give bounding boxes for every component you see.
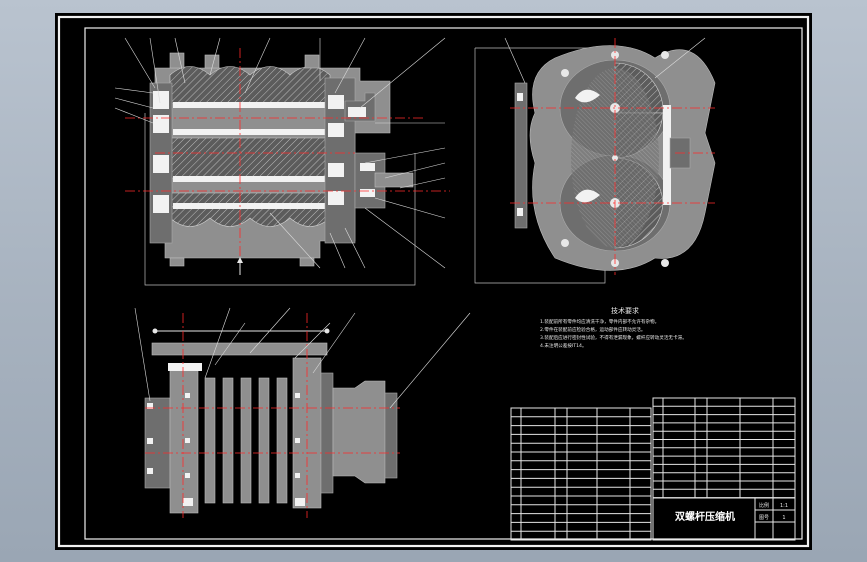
- tech-req-line-4: 4.未注明公差按IT14。: [540, 342, 587, 349]
- technical-requirements: 技术要求 1.装配前所有零件均应清洗干净，零件内部不允许有杂物。 2.零件在装配…: [540, 306, 687, 349]
- front-section-view: [114, 37, 450, 286]
- side-section-view: [474, 37, 716, 284]
- top-view: [134, 307, 471, 518]
- scale-value: 1:1: [780, 503, 788, 509]
- cad-drawing: 技术要求 1.装配前所有零件均应清洗干净，零件内部不允许有杂物。 2.零件在装配…: [57, 15, 810, 548]
- cad-drawing-viewport[interactable]: 技术要求 1.装配前所有零件均应清洗干净，零件内部不允许有杂物。 2.零件在装配…: [55, 13, 812, 550]
- parts-list-table: 双螺杆压缩机 比例 1:1 图号 1: [510, 397, 796, 541]
- outer-frame: [57, 15, 810, 548]
- inner-frame: [84, 27, 803, 540]
- sheet-label: 图号: [759, 515, 769, 521]
- tech-req-line-1: 1.装配前所有零件均应清洗干净，零件内部不允许有杂物。: [540, 318, 659, 325]
- sheet-value: 1: [782, 515, 785, 521]
- tech-req-line-3: 3.装配后应进行密封性试验，不得有泄漏现象，螺杆应转动灵活无卡滞。: [540, 334, 687, 341]
- drawing-title: 双螺杆压缩机: [675, 510, 735, 523]
- tech-req-line-2: 2.零件在装配前应检验合格，运动部件应转动灵活。: [540, 326, 645, 333]
- scale-label: 比例: [759, 502, 769, 509]
- tech-req-heading: 技术要求: [611, 306, 639, 315]
